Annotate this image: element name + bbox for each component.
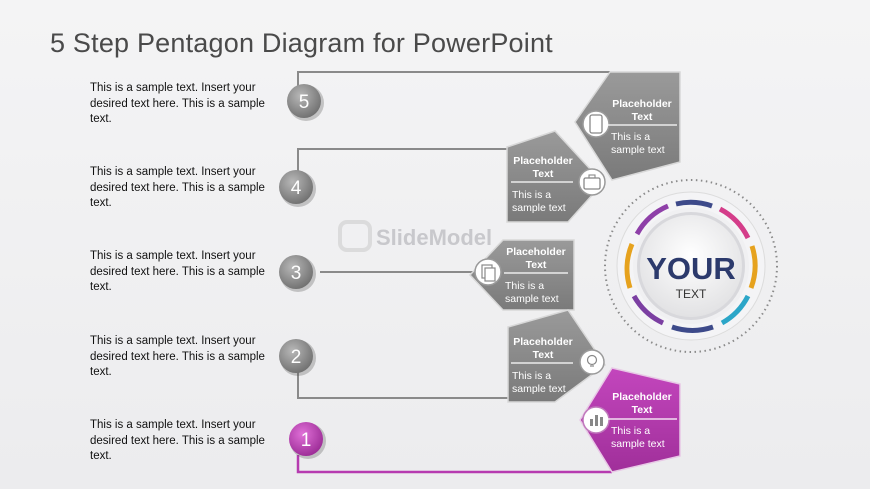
step-3-badge: 3 (279, 255, 316, 292)
step-1-number: 1 (301, 430, 312, 451)
watermark-logo (338, 220, 372, 252)
step-5-description: This is a sample text. Insert your desir… (90, 82, 265, 125)
center-sub-text: TEXT (676, 287, 707, 301)
step-4-description: This is a sample text. Insert your desir… (90, 166, 265, 209)
smartphone-icon (582, 110, 610, 138)
briefcase-icon (578, 168, 606, 196)
step-1-badge: 1 (289, 422, 326, 459)
step-3-number: 3 (291, 263, 302, 284)
connector-line-1 (296, 455, 612, 474)
step-4-badge: 4 (279, 170, 316, 207)
center-ring: YOUR TEXT (604, 179, 778, 353)
center-main-text: YOUR (646, 251, 736, 286)
step-1-description: This is a sample text. Insert your desir… (90, 419, 265, 462)
page-title: 5 Step Pentagon Diagram for PowerPoint (50, 28, 553, 58)
watermark-text: SlideModel (376, 225, 492, 250)
step-2-badge: 2 (279, 339, 316, 376)
lightbulb-icon (579, 349, 605, 375)
step-3-description: This is a sample text. Insert your desir… (90, 250, 265, 293)
documents-icon (474, 258, 502, 286)
step-2-number: 2 (291, 347, 302, 368)
step-2-description: This is a sample text. Insert your desir… (90, 335, 265, 378)
connector-lines (297, 71, 610, 399)
step-5-badge: 5 (287, 84, 324, 121)
step-4-number: 4 (291, 178, 302, 199)
bar-chart-icon (582, 406, 610, 434)
step-5-number: 5 (299, 92, 310, 113)
